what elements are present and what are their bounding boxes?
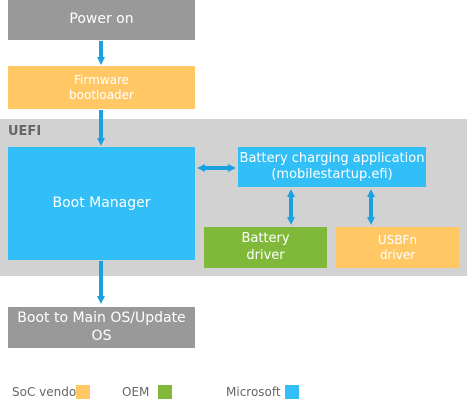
battery-charging-app-box: Battery charging application (mobilestar… [238, 147, 426, 187]
legend-soc-vendor-swatch [76, 385, 90, 399]
power-on-label: Power on [69, 11, 134, 28]
uefi-label: UEFI [8, 124, 42, 139]
battery-charging-app-label: Battery charging application (mobilestar… [239, 150, 425, 182]
battery-driver-box: Battery driver [204, 227, 327, 268]
firmware-bootloader-label: Firmware bootloader [69, 72, 134, 102]
power-on-box: Power on [8, 0, 195, 40]
legend-oem-label: OEM [122, 385, 150, 399]
battery-driver-label: Battery driver [241, 231, 290, 263]
boot-to-os-box: Boot to Main OS/Update OS [8, 307, 195, 348]
firmware-bootloader-box: Firmware bootloader [8, 66, 195, 109]
boot-to-os-label: Boot to Main OS/Update OS [17, 310, 186, 344]
legend-soc-vendor-label: SoC vendor [12, 385, 82, 399]
boot-manager-box: Boot Manager [8, 147, 195, 260]
usbfn-driver-box: USBFn driver [336, 227, 459, 268]
legend-microsoft-swatch [285, 385, 299, 399]
boot-manager-label: Boot Manager [52, 194, 151, 211]
legend-microsoft-label: Microsoft [226, 385, 281, 399]
legend-oem-swatch [158, 385, 172, 399]
usbfn-driver-label: USBFn driver [377, 232, 418, 262]
